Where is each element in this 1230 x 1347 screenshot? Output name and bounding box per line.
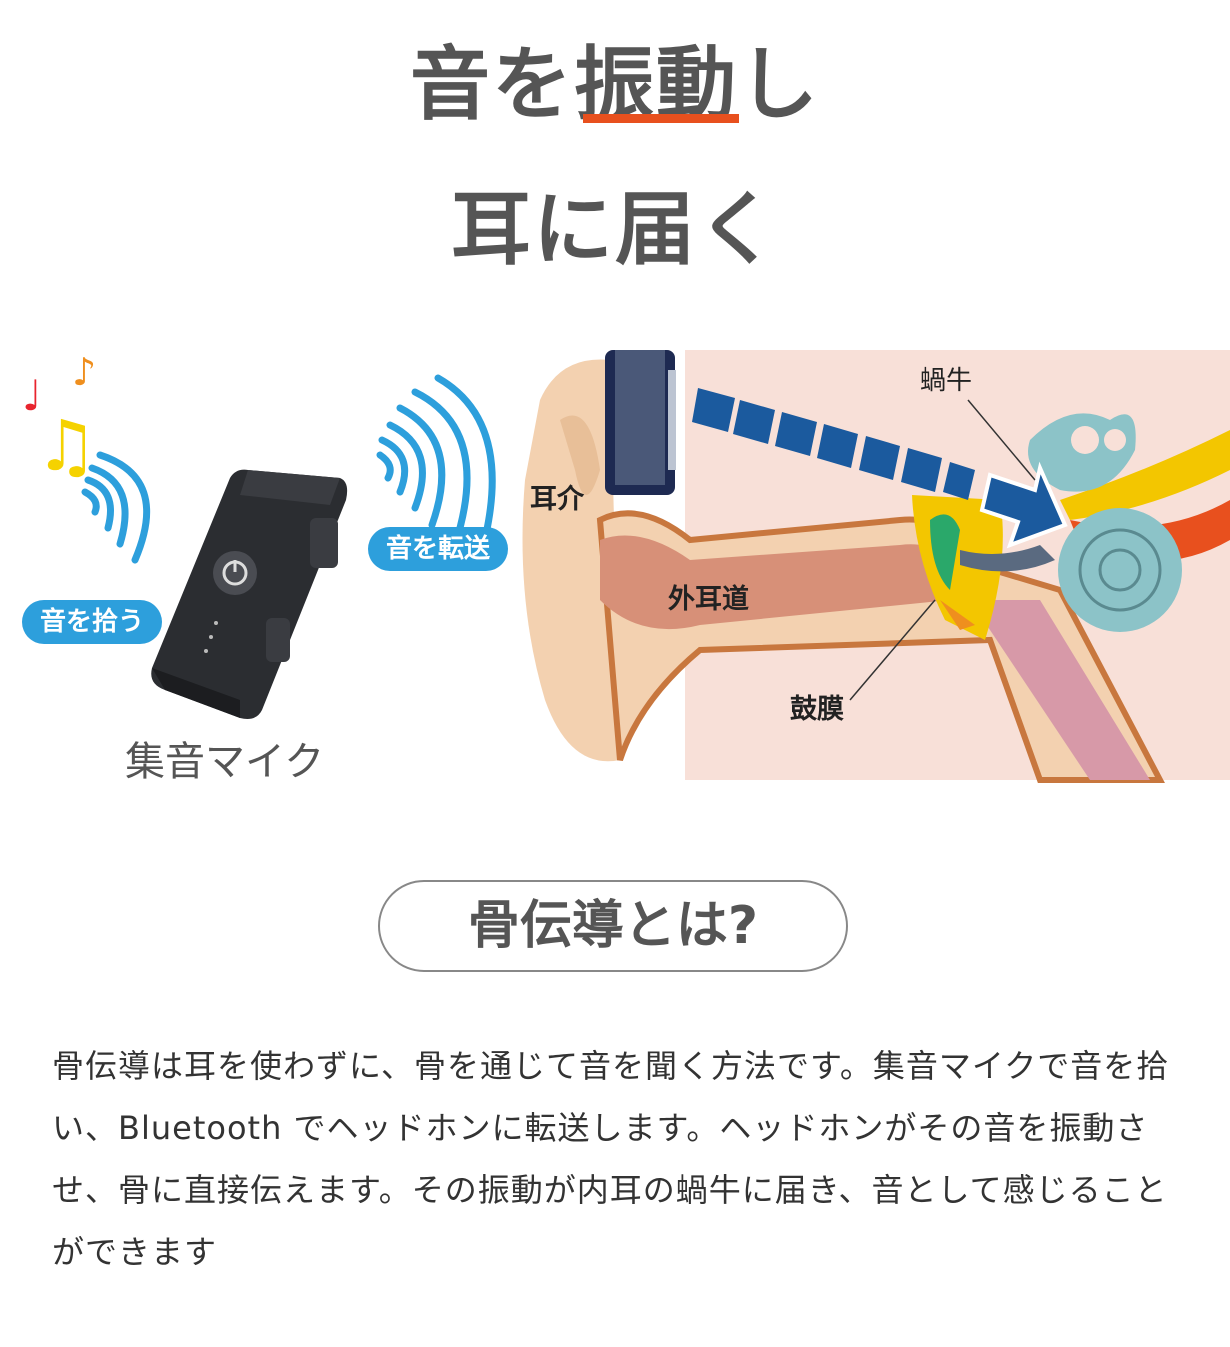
pinna-label: 耳介 — [530, 484, 584, 515]
vibration-arrow-icon — [692, 388, 1068, 549]
sound-wave-icon — [376, 374, 496, 569]
pickup-pill: 音を拾う — [22, 600, 162, 644]
mic-device — [151, 469, 348, 719]
headline-line-1: 音を振動し — [410, 38, 820, 131]
ear-canal-shape — [600, 535, 950, 630]
ear-canal-label: 外耳道 — [668, 584, 749, 615]
body-paragraph: 骨伝導は耳を使わずに、骨を通じて音を聞く方法です。集音マイクで音を拾い、Blue… — [52, 1047, 1170, 1271]
power-icon — [213, 551, 257, 595]
sound-wave-icon — [81, 451, 151, 564]
eardrum-label: 鼓膜 — [790, 694, 844, 725]
headline-underline — [583, 114, 739, 123]
transfer-pill: 音を転送 — [368, 527, 508, 571]
headline-line-2: 耳に届く — [451, 183, 779, 276]
svg-text:♪: ♪ — [72, 350, 96, 394]
music-note-icon: ♩ ♪ ♫ — [22, 350, 98, 487]
cochlea-label: 蝸牛 — [920, 366, 973, 396]
svg-text:♩: ♩ — [22, 371, 42, 420]
cochlea-shape — [1058, 508, 1182, 632]
bone-conduction-diagram: ♩ ♪ ♫ — [22, 350, 1230, 783]
svg-text:♫: ♫ — [35, 405, 98, 487]
mic-caption: 集音マイク — [125, 739, 325, 785]
section-title: 骨伝導とは? — [378, 880, 848, 972]
